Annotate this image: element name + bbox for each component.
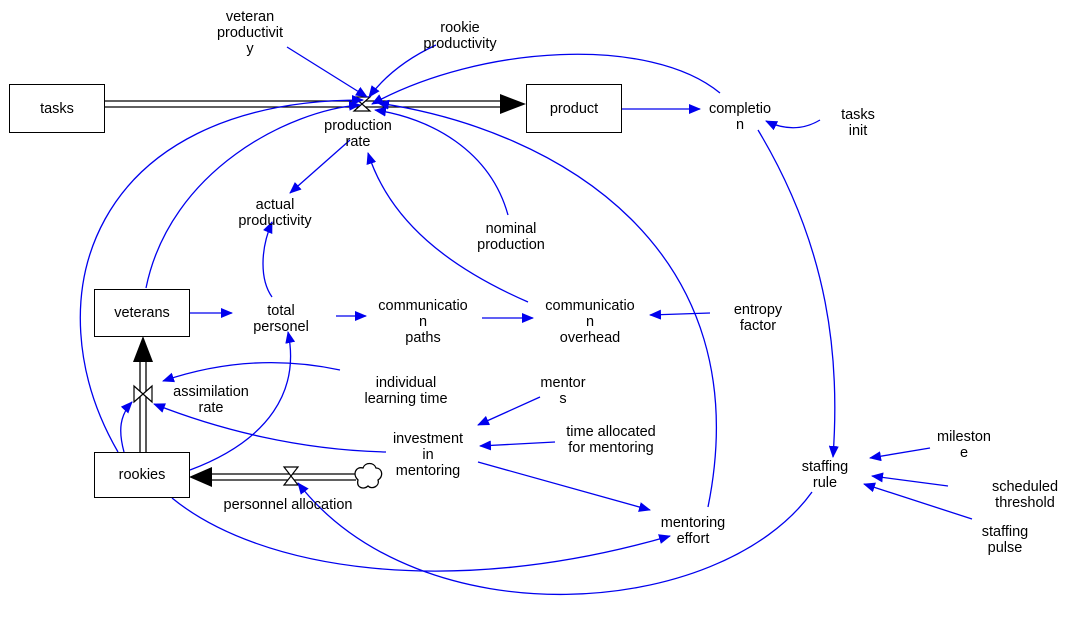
- link-rookies-to-production-rate: [79, 95, 364, 453]
- link-production-rate-to-actual-productivity: [289, 139, 351, 194]
- link-staffing-pulse-to-staffing-rule: [863, 482, 973, 520]
- link-rookies-to-mentoring-effort: [171, 497, 671, 572]
- link-veteran-productivity-to-production-rate: [286, 46, 368, 98]
- link-mentoring-effort-to-production-rate: [377, 99, 718, 508]
- valve-icon: [282, 466, 300, 486]
- var-investment-in-mentoring[interactable]: investment in mentoring: [392, 431, 464, 479]
- link-mentors-to-investment-in-mentoring: [477, 396, 541, 426]
- link-staffing-rule-to-personnel-allocation: [297, 482, 813, 596]
- link-rookies-to-total-personel: [189, 331, 296, 471]
- var-communication-overhead[interactable]: communicatio n overhead: [545, 298, 635, 346]
- cloud-source-icon: [354, 462, 383, 489]
- var-actual-productivity[interactable]: actual productivity: [238, 197, 312, 229]
- link-veterans-to-production-rate: [145, 100, 361, 289]
- stock-tasks-label: tasks: [40, 100, 74, 117]
- var-personnel-allocation[interactable]: personnel allocation: [223, 497, 353, 513]
- var-veteran-productivity[interactable]: veteran productivit y: [216, 9, 284, 57]
- var-rookie-productivity[interactable]: rookie productivity: [423, 20, 497, 52]
- var-completion[interactable]: completio n: [708, 101, 772, 133]
- var-tasks-init[interactable]: tasks init: [841, 107, 875, 139]
- link-completion-to-production-rate: [371, 53, 721, 105]
- link-rookie-productivity-to-production-rate: [368, 44, 437, 98]
- valve-icon: [352, 96, 372, 112]
- var-entropy-factor[interactable]: entropy factor: [733, 302, 783, 334]
- var-communication-paths[interactable]: communicatio n paths: [378, 298, 468, 346]
- link-entropy-factor-to-communication-overhead: [649, 309, 711, 320]
- stock-product-label: product: [549, 100, 599, 117]
- var-individual-learning-time[interactable]: individual learning time: [364, 375, 448, 407]
- link-investment-in-mentoring-to-mentoring-effort: [477, 461, 651, 512]
- link-milestone-to-staffing-rule: [869, 447, 931, 462]
- var-nominal-production[interactable]: nominal production: [477, 221, 545, 253]
- stock-rookies[interactable]: rookies: [94, 452, 190, 498]
- link-completion-to-staffing-rule: [757, 129, 839, 458]
- var-scheduled-threshold[interactable]: scheduled threshold: [991, 479, 1059, 511]
- var-staffing-pulse[interactable]: staffing pulse: [981, 524, 1029, 556]
- link-communication-overhead-to-production-rate: [366, 152, 529, 303]
- valve-icon: [133, 384, 153, 404]
- stock-rookies-label: rookies: [118, 467, 166, 483]
- stock-veterans-label: veterans: [114, 305, 170, 321]
- link-total-personel-to-actual-productivity: [262, 221, 273, 298]
- link-individual-learning-time-to-assimilation-rate: [162, 361, 341, 383]
- var-assimilation-rate[interactable]: assimilation rate: [173, 384, 249, 416]
- var-production-rate[interactable]: production rate: [324, 118, 392, 150]
- link-investment-in-mentoring-to-assimilation-rate: [153, 403, 387, 453]
- var-staffing-rule[interactable]: staffing rule: [801, 459, 849, 491]
- var-time-allocated-for-mentoring[interactable]: time allocated for mentoring: [566, 424, 656, 456]
- var-milestone[interactable]: mileston e: [937, 429, 991, 461]
- var-mentoring-effort[interactable]: mentoring effort: [660, 515, 726, 547]
- stock-product[interactable]: product: [526, 84, 622, 133]
- var-total-personel[interactable]: total personel: [253, 303, 309, 335]
- link-tasks-init-to-completion: [765, 119, 821, 131]
- var-mentors[interactable]: mentor s: [540, 375, 586, 407]
- link-rookies-to-assimilation-rate: [120, 401, 133, 453]
- flow-cloud-to-rookies: [189, 467, 356, 487]
- flow-tasks-to-product: [105, 94, 526, 114]
- link-time-allocated-to-investment-in-mentoring: [479, 440, 556, 451]
- stock-veterans[interactable]: veterans: [94, 289, 190, 337]
- flow-rookies-to-veterans: [133, 336, 153, 452]
- link-scheduled-threshold-to-staffing-rule: [871, 472, 949, 487]
- link-nominal-production-to-production-rate: [374, 106, 509, 216]
- stock-tasks[interactable]: tasks: [9, 84, 105, 133]
